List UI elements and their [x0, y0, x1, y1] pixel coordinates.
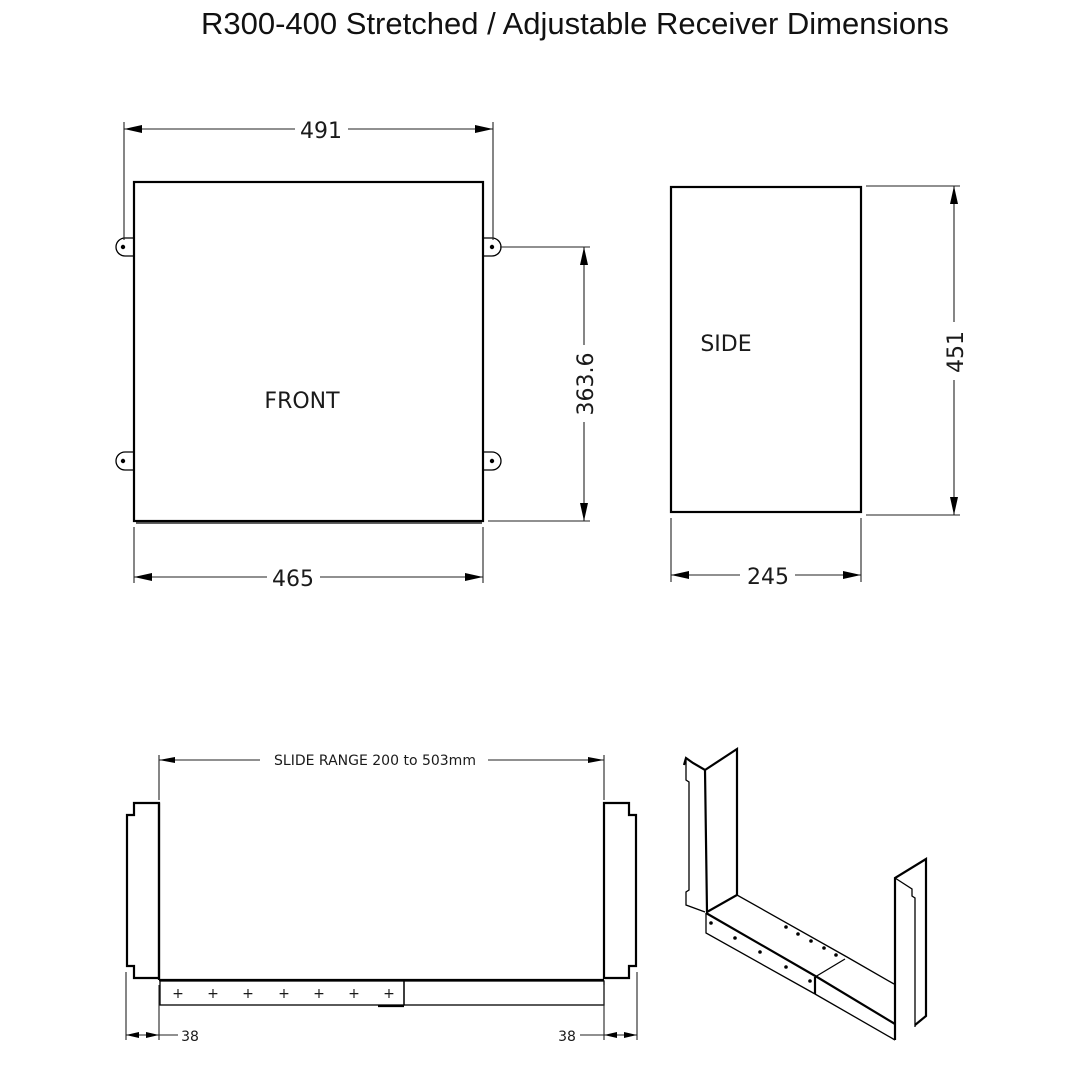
front-panel-outline — [132, 180, 485, 523]
side-view-label: SIDE — [700, 332, 751, 357]
tray-holes-icon — [709, 921, 838, 983]
dimension-top-width: 491 — [300, 119, 342, 144]
slide-range-label: SLIDE RANGE 200 to 503mm — [274, 753, 476, 769]
svg-text:+: + — [383, 986, 395, 1002]
dimension-mount-height: 363.6 — [574, 353, 599, 416]
svg-text:+: + — [313, 986, 325, 1002]
dimension-right-offset: 38 — [558, 1029, 576, 1045]
svg-text:+: + — [278, 986, 290, 1002]
svg-text:+: + — [348, 986, 360, 1002]
front-view: FRONT 491 465 363.6 — [115, 119, 599, 592]
right-bracket-outline — [602, 801, 638, 980]
side-panel-outline — [669, 185, 863, 514]
svg-text:+: + — [172, 986, 184, 1002]
isometric-view — [682, 746, 928, 1041]
left-bracket-outline — [125, 801, 161, 980]
dimension-side-width: 245 — [747, 565, 789, 590]
svg-text:+: + — [207, 986, 219, 1002]
drawing-title: R300-400 Stretched / Adjustable Receiver… — [201, 6, 949, 41]
front-view-label: FRONT — [264, 389, 340, 414]
dimension-side-height: 451 — [944, 331, 969, 373]
slide-rail-outer — [403, 980, 605, 1006]
rail-holes-icon: + + + + + + + — [172, 986, 395, 1002]
mounting-tab-icon — [115, 237, 502, 471]
dimension-left-offset: 38 — [181, 1029, 199, 1045]
bracket-view: + + + + + + + SLIDE RANGE 200 to 503mm 3… — [125, 753, 638, 1045]
svg-text:+: + — [242, 986, 254, 1002]
side-view: SIDE 451 245 — [669, 185, 969, 590]
dimension-bottom-width: 465 — [272, 567, 314, 592]
